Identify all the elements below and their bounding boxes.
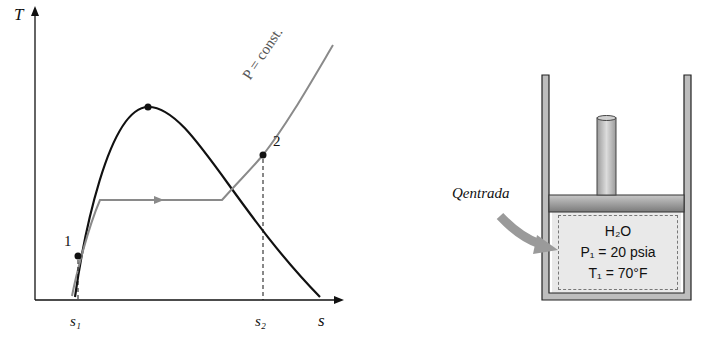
state-point [260,152,267,159]
pressure-label: P = const. [240,25,286,82]
axis-label: T [14,6,23,23]
axis-label: s [318,312,325,329]
axes [31,6,344,304]
system-boundary: H₂OP₁ = 20 psiaT₁ = 70°F [558,215,678,290]
saturation-dome [75,107,320,297]
state-text: P₁ = 20 psia [580,242,655,263]
cylinder [542,75,691,300]
heat-label: Qentrada [452,186,510,201]
state-number: 2 [273,134,281,149]
entropy-label: s₂ [255,314,266,329]
heat-arrow [500,216,558,254]
entropy-label: s₁ [70,314,81,329]
constant-pressure-line [72,45,333,296]
state-text: H₂O [605,221,631,242]
process-arrow [154,196,164,204]
dashed-guide [78,260,79,300]
critical-point [145,104,152,111]
state-text: T₁ = 70°F [589,263,648,284]
state-number: 1 [64,234,72,249]
dashed-guide [263,159,264,300]
state-point [75,253,82,260]
